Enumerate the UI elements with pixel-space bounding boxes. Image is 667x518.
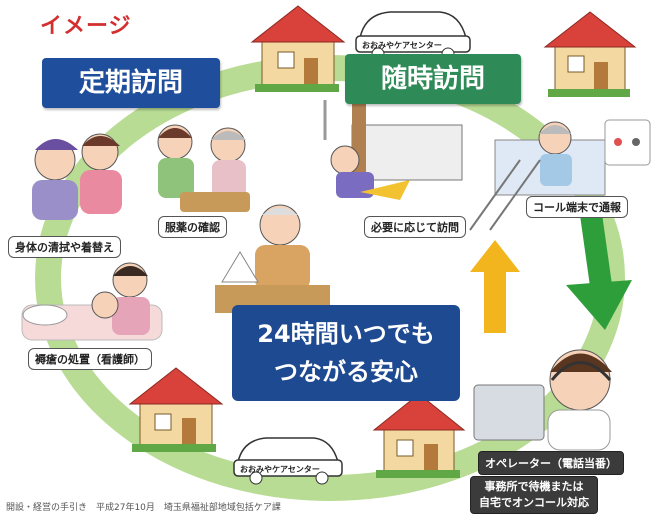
regular-visit-box: 定期訪問 — [42, 58, 220, 108]
label-call-terminal: コール端末で通報 — [526, 196, 628, 218]
medication-check-illustration — [157, 124, 250, 212]
house-icon-bottom-left — [128, 367, 224, 452]
label-operator: オペレーター（電話当番） — [478, 451, 624, 475]
always-connected-box: 24時間いつでも つながる安心 — [232, 305, 460, 401]
office-line1: 事務所で待機または — [484, 480, 584, 493]
bedsore-care-illustration — [21, 262, 163, 341]
on-demand-visit-box: 随時訪問 — [345, 54, 521, 104]
elderly-man-illustration — [215, 204, 330, 313]
label-bedsore: 褥瘡の処置（看護師） — [28, 348, 152, 370]
fallen-elderly-illustration — [323, 100, 463, 200]
arrow-down-icon — [566, 213, 632, 330]
label-body-care: 身体の清拭や着替え — [8, 236, 121, 258]
care-car-icon-bottom — [233, 437, 343, 485]
label-office-standby: 事務所で待機または 自宅でオンコール対応 — [470, 476, 598, 514]
house-icon-bottom-center — [372, 393, 466, 478]
care-car-icon-top — [355, 11, 471, 61]
source-footer: 開設・経営の手引き 平成27年10月 埼玉県福祉部地域包括ケア課 — [6, 503, 281, 513]
caregiver-body-care-illustration — [32, 133, 122, 220]
center-text-line2: つながる安心 — [274, 358, 418, 386]
patient-in-bed-illustration — [469, 119, 651, 231]
house-icon-top — [250, 5, 346, 92]
operator-illustration — [473, 349, 612, 451]
label-visit-as-needed: 必要に応じて訪問 — [364, 216, 466, 238]
care-center-car-text-top: おおみやケアセンター — [362, 41, 442, 50]
care-center-car-text-bottom: おおみやケアセンター — [240, 465, 320, 474]
office-line2: 自宅でオンコール対応 — [479, 496, 589, 509]
arrow-up-icon — [470, 240, 520, 333]
center-text-line1: 24時間いつでも — [257, 320, 435, 348]
image-title-tag: イメージ — [40, 14, 132, 39]
house-icon-top-right — [543, 11, 637, 97]
label-medication: 服薬の確認 — [158, 216, 227, 238]
